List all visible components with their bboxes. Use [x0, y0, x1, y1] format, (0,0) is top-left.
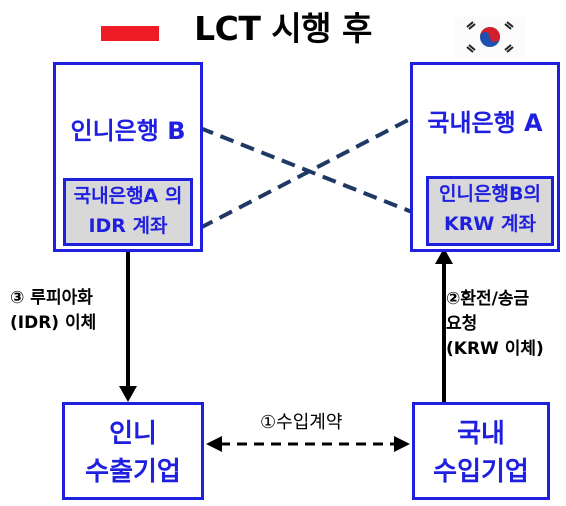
- bank-a-account-line2: KRW 계좌: [444, 213, 536, 235]
- importer-line1: 국내: [457, 419, 505, 449]
- dashed-link-b-account-to-a: [199, 116, 413, 230]
- step-3-line1: ③ 루피아화: [10, 288, 93, 308]
- dashed-link-b-to-a-account: [199, 126, 413, 214]
- exporter-line2: 수출기업: [85, 457, 181, 487]
- korean-importer-box: 국내 수입기업: [412, 402, 550, 500]
- indonesian-exporter-box: 인니 수출기업: [62, 402, 204, 500]
- bank-b-name: 인니은행 B: [70, 117, 186, 145]
- bank-a-box: 국내은행 A 인니은행B의 KRW 계좌: [410, 62, 560, 252]
- step-2-line3: (KRW 이체): [446, 339, 544, 359]
- bank-b-account-line2: IDR 계좌: [88, 215, 168, 237]
- bank-a-krw-account: 인니은행B의 KRW 계좌: [426, 176, 554, 246]
- step-2-line2: 요청: [446, 314, 478, 334]
- bank-b-idr-account: 국내은행A 의 IDR 계좌: [63, 178, 193, 246]
- bank-b-account-line1: 국내은행A 의: [73, 185, 183, 207]
- bank-a-name: 국내은행 A: [427, 109, 543, 137]
- step-2-label: ②환전/송금 요청 (KRW 이체): [446, 287, 544, 362]
- step-3-label: ③ 루피아화 (IDR) 이체: [10, 286, 96, 336]
- bank-a-account-line1: 인니은행B의: [439, 183, 541, 205]
- importer-line2: 수입기업: [433, 457, 529, 487]
- exporter-line1: 인니: [109, 419, 157, 449]
- bank-b-box: 인니은행 B 국내은행A 의 IDR 계좌: [53, 62, 203, 252]
- indonesia-flag-icon: [101, 26, 159, 56]
- korea-flag-icon: [455, 17, 525, 57]
- step-3-line2: (IDR) 이체: [10, 313, 97, 333]
- step-1-label: ①수입계약: [260, 412, 343, 433]
- step-2-line1: ②환전/송금: [446, 289, 530, 309]
- page-title: LCT 시행 후: [194, 9, 372, 48]
